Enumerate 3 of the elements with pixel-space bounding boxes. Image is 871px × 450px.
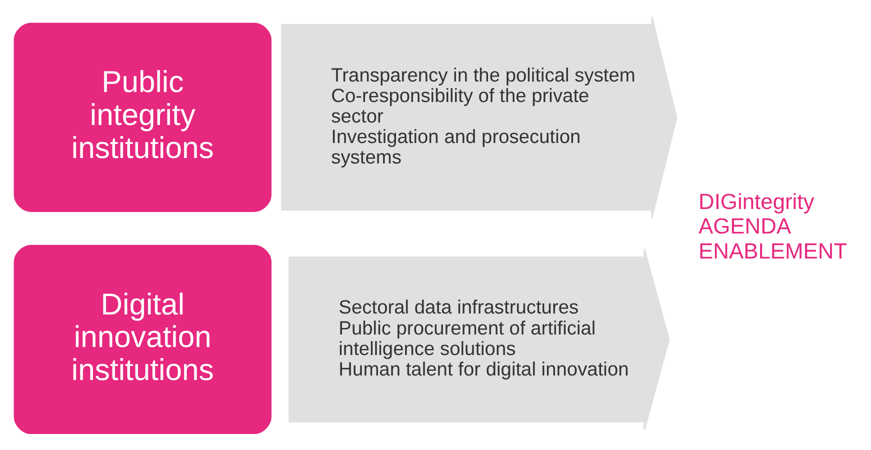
node-box: Public integrity institutions: [13, 22, 271, 212]
label: DIGintegrity AGENDA ENABLEMENT: [698, 188, 847, 264]
node-box: Digital innovation institutions: [13, 244, 271, 434]
